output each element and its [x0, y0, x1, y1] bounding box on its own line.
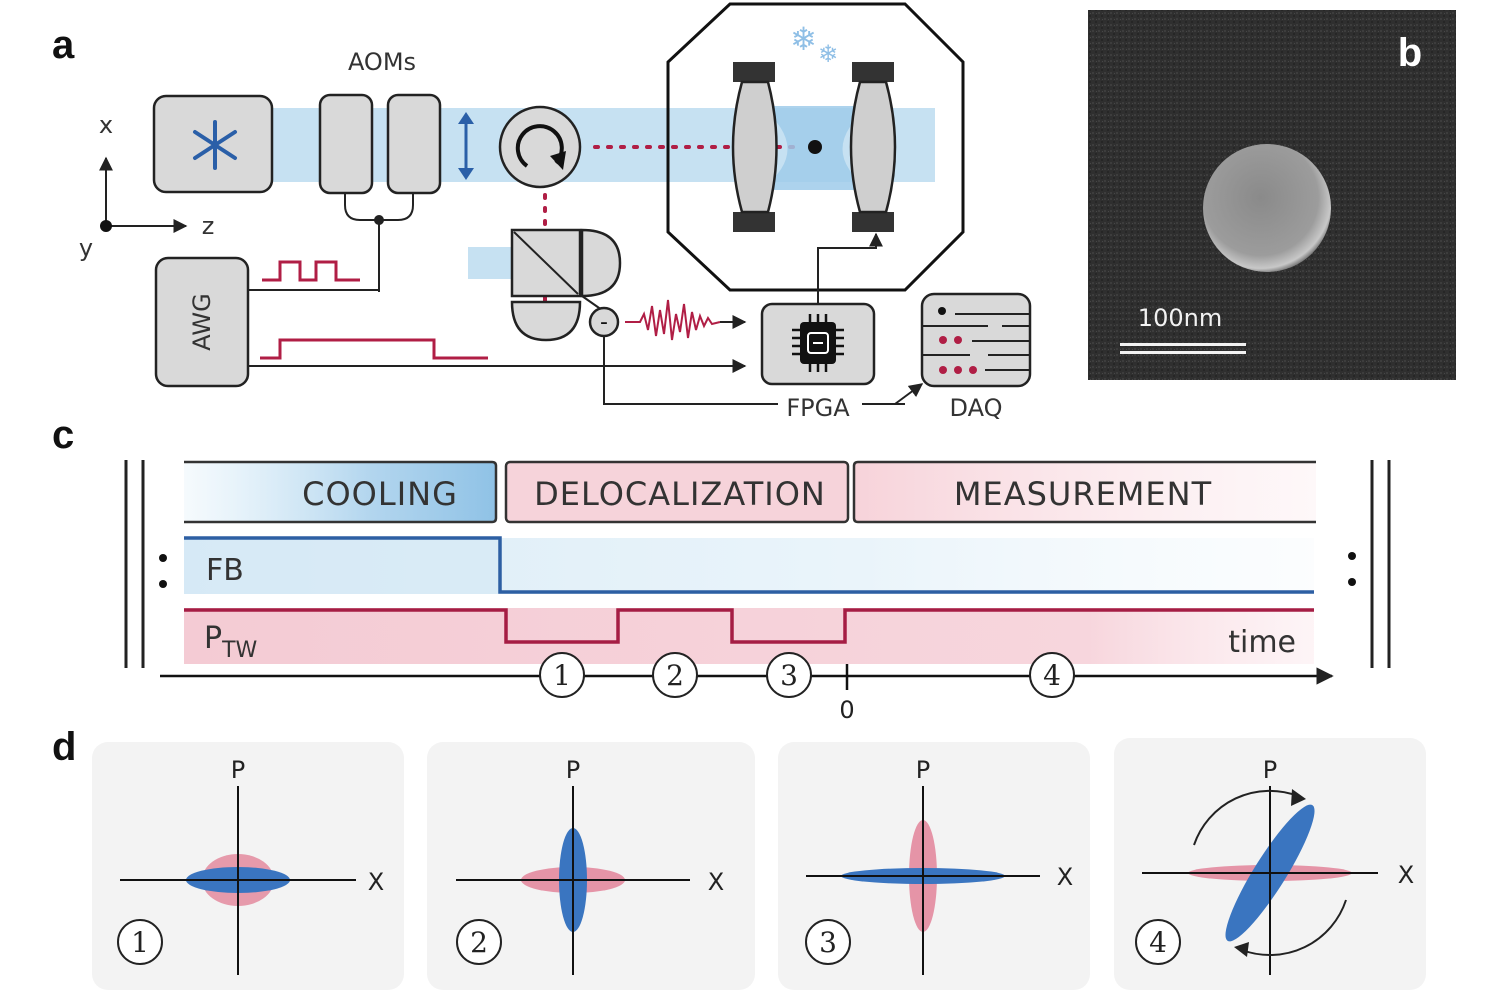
- ptw-signal: [184, 608, 1314, 644]
- time-label: time: [1228, 625, 1296, 660]
- svg-text:1: 1: [553, 659, 571, 692]
- awg-label: AWG: [188, 293, 216, 350]
- p-axis-label-1: P: [231, 756, 245, 784]
- svg-text:2: 2: [666, 659, 684, 692]
- x-axis-label-4: X: [1398, 861, 1414, 889]
- rotation-arrow-bottom: [1241, 899, 1347, 957]
- lens-mount-left-bottom: [733, 212, 775, 232]
- svg-text:3: 3: [780, 659, 798, 692]
- scale-bar-label: 100nm: [1138, 304, 1222, 332]
- step-label-4: 4: [1149, 926, 1167, 959]
- panel-a-label: a: [52, 23, 75, 67]
- chip-icon: [792, 314, 844, 372]
- polarization-arrow-icon: [458, 112, 474, 180]
- step-marker-2: 2: [652, 652, 698, 698]
- aoms-label: AOMs: [348, 48, 416, 76]
- fpga-label: FPGA: [786, 394, 850, 422]
- photodiode-right: [580, 228, 622, 298]
- phase-space-3: P X 3: [778, 742, 1090, 990]
- step-marker-3: 3: [766, 652, 812, 698]
- x-axis-label-3: X: [1057, 863, 1073, 891]
- phase-space-2: P X 2: [427, 742, 755, 990]
- phase-delocalization-label: DELOCALIZATION: [534, 475, 826, 513]
- lens-mount-left-top: [733, 62, 775, 82]
- vacuum-chamber: [666, 2, 965, 292]
- phase-delocalization: [504, 460, 850, 524]
- axis-z-label: z: [202, 212, 215, 240]
- awg-box: [154, 256, 250, 388]
- x-axis-label-2: X: [708, 868, 724, 896]
- circulator: [498, 105, 582, 189]
- daq-traces: [922, 313, 1030, 371]
- lens-mount-right-top: [852, 62, 894, 82]
- step-marker-4: 4: [1029, 652, 1075, 698]
- x-axis-label-1: X: [368, 868, 384, 896]
- step-marker-1: 1: [539, 652, 585, 698]
- svg-text:4: 4: [1043, 659, 1061, 692]
- snowflake-small-icon: ❄: [818, 40, 838, 68]
- panel-d-label: d: [52, 725, 76, 769]
- p-axis-label-2: P: [566, 756, 580, 784]
- lens-right: [849, 80, 897, 214]
- awg-pulse: [260, 338, 488, 360]
- phase-space-1: P X 1: [92, 742, 404, 990]
- lens-mount-right-bottom: [852, 212, 894, 232]
- aom-2: [386, 93, 442, 195]
- time-zero-label: 0: [839, 696, 854, 724]
- panel-b-label: b: [1398, 31, 1422, 75]
- circulator-arrow-icon: [515, 124, 564, 168]
- aom-pulse-train: [262, 260, 360, 282]
- fb-signal: [184, 536, 1314, 594]
- daq-label: DAQ: [950, 394, 1003, 422]
- nanoparticle: [808, 140, 822, 154]
- phase-space-4: P X 4: [1114, 738, 1426, 990]
- scale-bar: [1120, 343, 1246, 346]
- axis-y-label: y: [79, 234, 93, 262]
- phase-measurement-label: MEASUREMENT: [954, 475, 1212, 513]
- lens-left: [731, 80, 778, 214]
- p-axis-label-4: P: [1263, 756, 1277, 784]
- ptw-label: PTW: [204, 621, 258, 663]
- snowflake-icon: ❄: [790, 20, 817, 58]
- step-label-3: 3: [819, 926, 837, 959]
- aom-1: [318, 93, 374, 195]
- photodiode-bottom: [510, 300, 582, 342]
- p-axis-label-3: P: [916, 756, 930, 784]
- phase-cooling-label: COOLING: [302, 475, 458, 513]
- fb-label: FB: [206, 553, 244, 588]
- phase-cooling: [184, 462, 496, 522]
- step-label-2: 2: [470, 926, 488, 959]
- axis-x-label: x: [99, 111, 113, 139]
- ptw-band: [184, 608, 1314, 664]
- step-label-1: 1: [131, 926, 149, 959]
- subtractor-sign: -: [600, 310, 608, 335]
- phase-measurement: [854, 462, 1316, 522]
- panel-c-label: c: [52, 413, 74, 457]
- coordinate-axes: [99, 156, 188, 233]
- laser-star-icon: [193, 120, 237, 170]
- rotation-arrow-top: [1193, 789, 1299, 846]
- detector-signal: [625, 299, 721, 341]
